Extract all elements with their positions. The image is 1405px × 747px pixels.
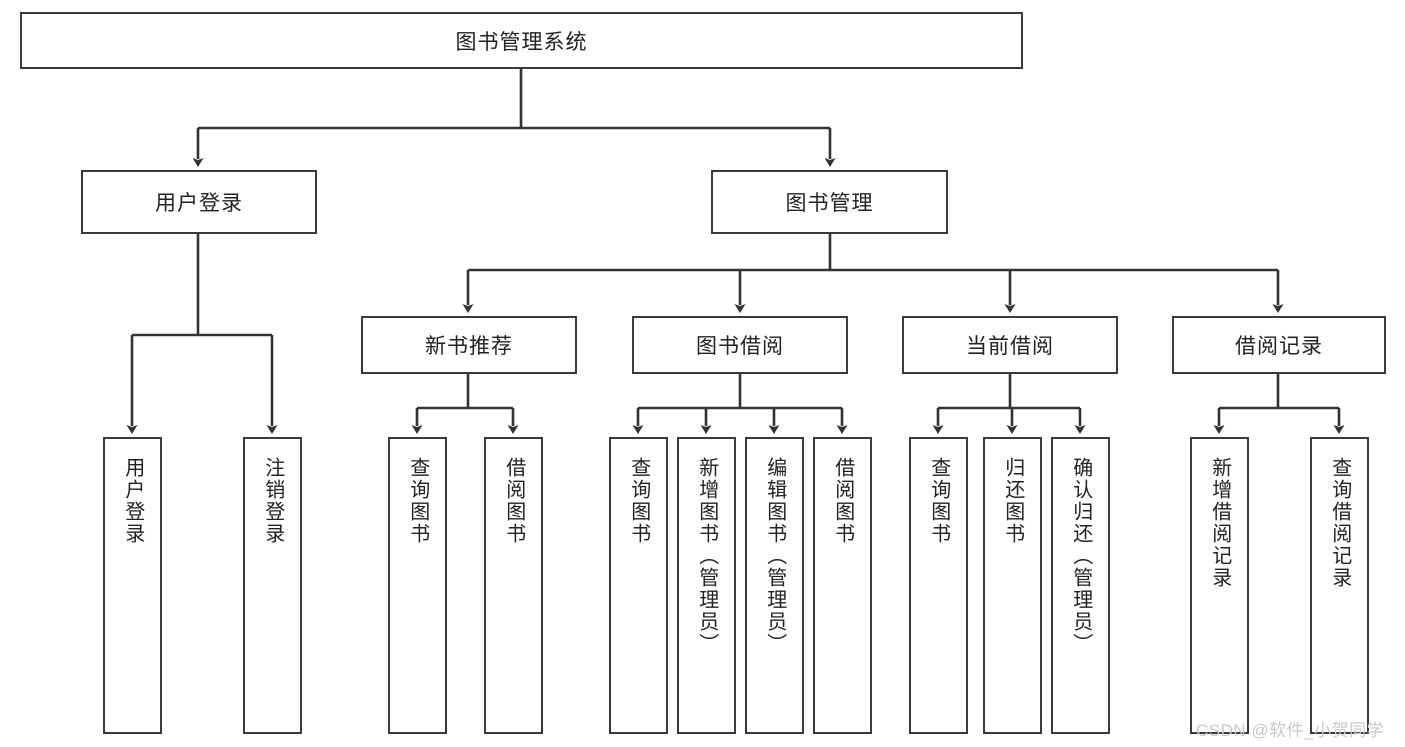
leaf-node-label: 新增借阅记录 — [1208, 457, 1231, 589]
leaf-node-label: 确认归还（管理员） — [1069, 457, 1092, 655]
leaf-node[interactable]: 新增借阅记录 — [1190, 437, 1249, 734]
node-borrow-record-label: 借阅记录 — [1235, 335, 1323, 358]
leaf-node[interactable]: 注销登录 — [243, 437, 302, 734]
node-current-borrow[interactable]: 当前借阅 — [902, 316, 1118, 374]
leaf-node-label: 用户登录 — [121, 457, 144, 545]
leaf-node-label: 查询图书 — [406, 457, 429, 545]
node-book-borrow-label: 图书借阅 — [696, 335, 784, 358]
node-book-management-label: 图书管理 — [785, 192, 874, 215]
leaf-node[interactable]: 新增图书（管理员） — [677, 437, 736, 734]
leaf-node-label: 查询借阅记录 — [1328, 457, 1351, 589]
leaf-node[interactable]: 查询图书 — [909, 437, 968, 734]
node-user-login-label: 用户登录 — [155, 192, 243, 215]
leaf-node[interactable]: 查询图书 — [609, 437, 668, 734]
leaf-node[interactable]: 查询图书 — [388, 437, 447, 734]
leaf-node-label: 注销登录 — [261, 457, 284, 545]
node-book-management[interactable]: 图书管理 — [711, 170, 948, 234]
csdn-watermark: CSDN @软件_小贺同学 — [1196, 721, 1385, 740]
node-root[interactable]: 图书管理系统 — [20, 12, 1023, 69]
leaf-node-label: 新增图书（管理员） — [695, 457, 718, 655]
leaf-node-label: 查询图书 — [927, 457, 950, 545]
node-current-borrow-label: 当前借阅 — [966, 335, 1054, 358]
node-root-label: 图书管理系统 — [455, 30, 588, 54]
node-new-book-recommend[interactable]: 新书推荐 — [361, 316, 577, 374]
leaf-node[interactable]: 用户登录 — [103, 437, 162, 734]
leaf-node[interactable]: 借阅图书 — [813, 437, 872, 734]
node-new-book-recommend-label: 新书推荐 — [425, 335, 513, 358]
leaf-node-label: 查询图书 — [627, 457, 650, 545]
leaf-node-label: 编辑图书（管理员） — [763, 457, 786, 655]
leaf-node[interactable]: 借阅图书 — [484, 437, 543, 734]
node-borrow-record[interactable]: 借阅记录 — [1172, 316, 1386, 374]
node-book-borrow[interactable]: 图书借阅 — [632, 316, 848, 374]
leaf-node-label: 借阅图书 — [831, 457, 854, 545]
node-user-login[interactable]: 用户登录 — [81, 170, 317, 234]
leaf-node[interactable]: 编辑图书（管理员） — [745, 437, 804, 734]
leaf-node[interactable]: 确认归还（管理员） — [1051, 437, 1110, 734]
leaf-node[interactable]: 归还图书 — [983, 437, 1042, 734]
leaf-node[interactable]: 查询借阅记录 — [1310, 437, 1369, 734]
leaf-node-label: 归还图书 — [1001, 457, 1024, 545]
leaf-node-label: 借阅图书 — [502, 457, 525, 545]
